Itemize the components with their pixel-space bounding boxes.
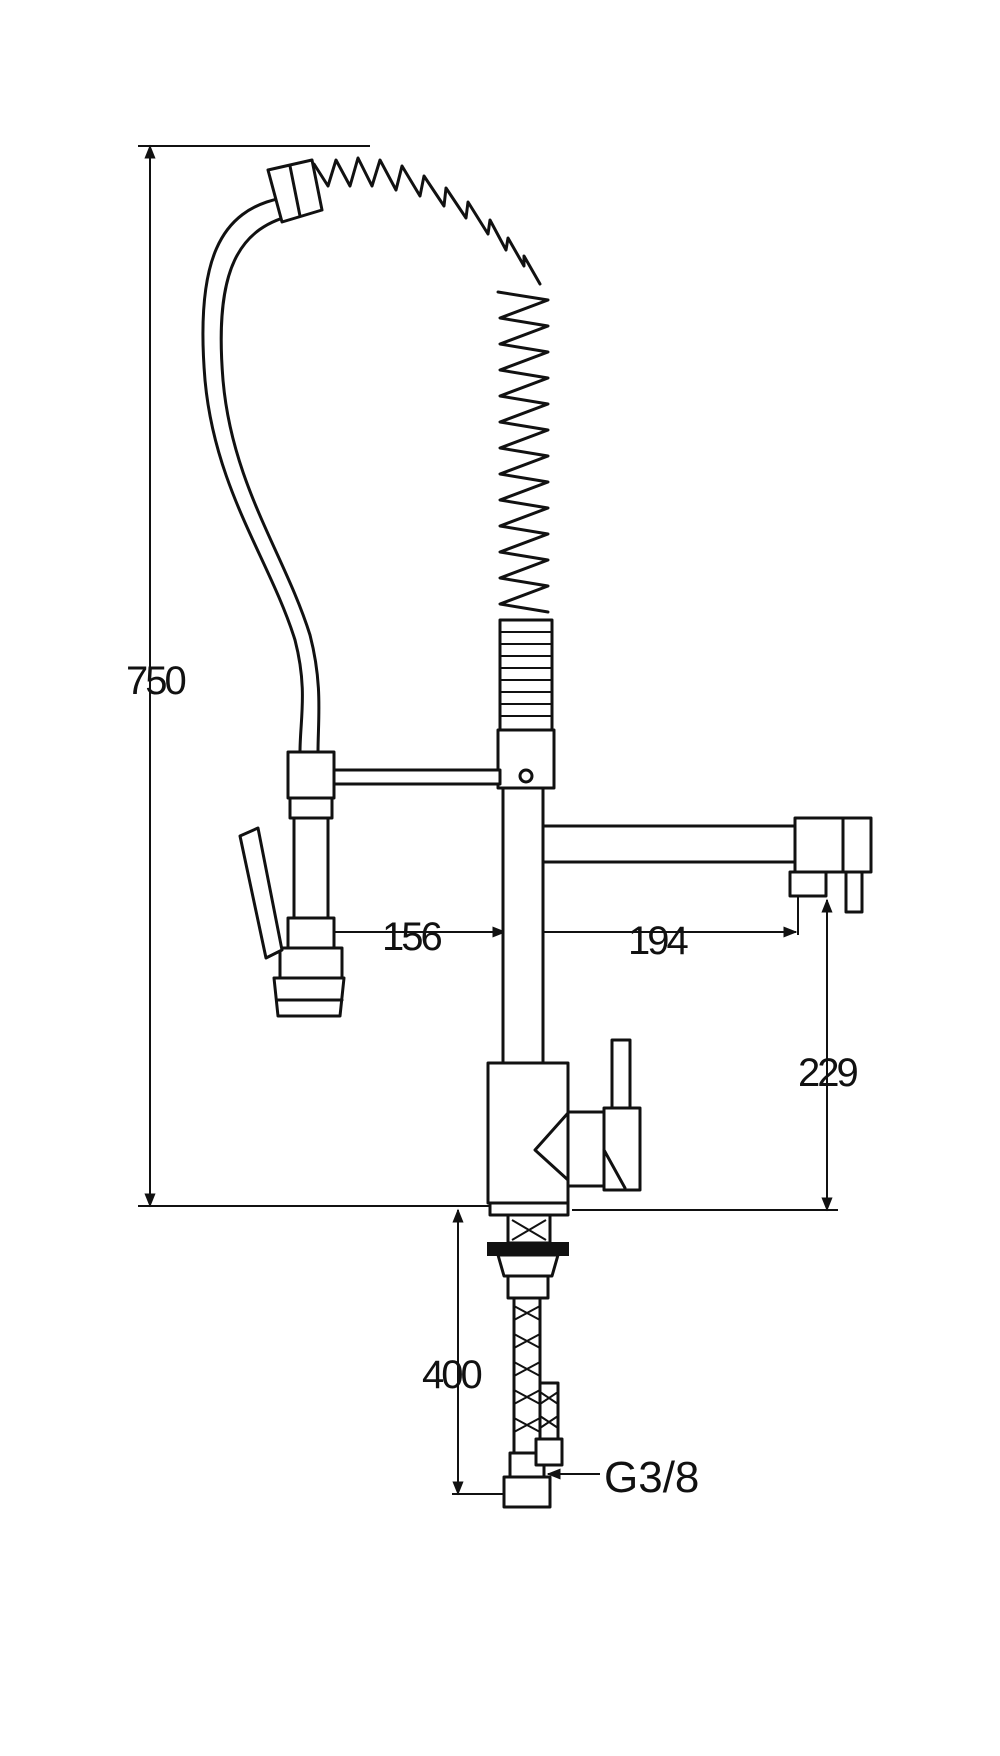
- dim-label-229: 229: [798, 1051, 857, 1095]
- dim-label-400: 400: [422, 1353, 481, 1397]
- holder-arm: [328, 768, 502, 786]
- dim-label-156: 156: [382, 915, 441, 959]
- mixer-body: [486, 1061, 642, 1205]
- mounting-shank: [487, 1213, 569, 1300]
- supply-hose-secondary: [534, 1381, 564, 1467]
- hose-end-cap: [266, 158, 324, 224]
- dimension-229: [572, 898, 838, 1212]
- dim-label-750: 750: [126, 659, 185, 703]
- hand-spray: [272, 750, 346, 1018]
- mixer-handle: [610, 1038, 632, 1110]
- base-flange: [488, 1201, 570, 1217]
- supply-hose-main: [502, 1296, 552, 1509]
- spring-ribbed-sleeve: [498, 618, 554, 732]
- column-collar: [496, 728, 556, 790]
- dim-label-194: 194: [628, 919, 688, 963]
- dimension-400: [452, 1208, 505, 1496]
- swivel-spout: [541, 816, 873, 914]
- dimension-750: [138, 144, 490, 1208]
- pull-down-hose: [201, 196, 321, 754]
- spray-lever: [238, 826, 284, 960]
- faucet-column: [501, 783, 545, 1065]
- coil-spring: [290, 156, 550, 614]
- dim-label-g38: G3/8: [604, 1453, 699, 1502]
